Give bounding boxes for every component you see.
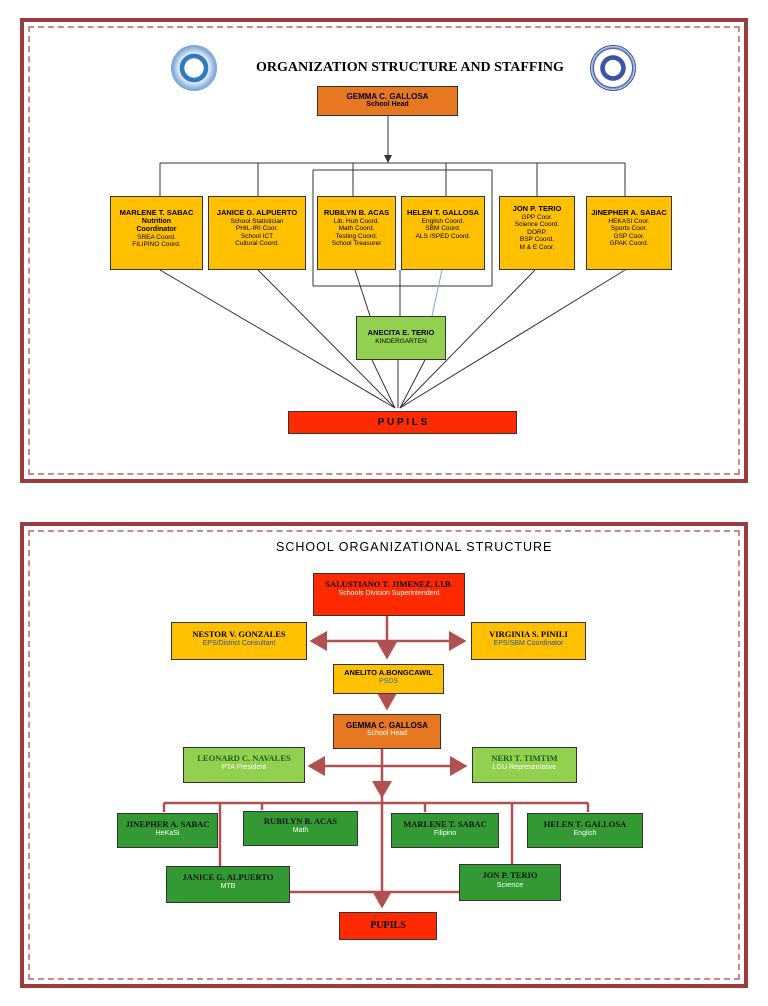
staff-role-line: SREA Coord. (137, 233, 176, 241)
decorative-border-inner (28, 26, 740, 475)
teacher-name: MARLENE T. SABAC (403, 819, 487, 829)
psds-name: ANELITO A.BONGCAWIL (344, 668, 433, 677)
staff-box-marlene: MARLENE T. SABAC Nutrition Coordinator S… (110, 196, 203, 270)
staff-role-line: BSP Coord. (519, 236, 555, 244)
staff-role-line: English Coord. (421, 217, 465, 225)
lgu-name: NERI T. TIMTIM (491, 753, 558, 763)
teacher-name: JON P. TERIO (482, 870, 538, 880)
org2-school-head-role: School Head (366, 730, 408, 738)
decorative-border (20, 18, 748, 483)
eps-sbm-box: VIRGINIA S. PINILI EPS/SBM Coordinator (471, 622, 586, 660)
staff-box-janice: JANICE G. ALPUERTO School Statistician P… (208, 196, 306, 270)
teacher-subject: Science (496, 879, 524, 889)
staff-role-line: GPAK Coord. (609, 240, 649, 248)
staff-role-line: School Statistician (230, 217, 284, 225)
pta-role: PTA President (221, 763, 267, 771)
sds-role: Schools Division Superintendent (338, 589, 440, 597)
teacher-name: RUBILYN B. ACAS (263, 816, 338, 826)
decorative-border (20, 522, 748, 988)
eps-sbm-role: EPS/SBM Coordinator (493, 639, 564, 647)
staff-box-jon: JON P. TERIO GPP Coor. Science Coord. DO… (499, 196, 575, 270)
eps-consultant-role: EPS/District Consultant (202, 639, 276, 647)
staff-role-line: Sports Coor. (610, 225, 648, 233)
teacher-name: JINEPHER A. SABAC (125, 819, 210, 829)
staff-role-line: HEKASI Coor. (608, 217, 650, 225)
org1-pupils-label: P U P I L S (377, 417, 428, 428)
org1-title: ORGANIZATION STRUCTURE AND STAFFING (256, 60, 564, 75)
teacher-box-janice: JANICE G. ALPUERTO MTB (166, 866, 290, 903)
staff-name: HELEN T. GALLOSA (406, 208, 480, 217)
staff-role-line: Coordinator (136, 225, 177, 233)
lgu-role: LGU Representative (492, 763, 557, 771)
teacher-subject: Math (292, 826, 309, 834)
staff-role-line: School Treasurer (331, 240, 382, 248)
teacher-subject: MTB (220, 882, 236, 890)
eps-consultant-box: NESTOR V. GONZALES EPS/District Consulta… (171, 622, 307, 660)
sds-name: SALUSTIANO T. JIMENEZ, Ll.B. (325, 579, 453, 589)
staff-role-line: M & E Coor. (519, 243, 555, 251)
staff-role-line: FILIPINO Coord. (132, 241, 181, 249)
staff-role-line: SBM Coord. (425, 225, 461, 233)
staff-name: JON P. TERIO (512, 204, 562, 213)
eps-consultant-name: NESTOR V. GONZALES (192, 629, 286, 639)
staff-role-line: Science Coord. (514, 221, 560, 229)
org2-pupils-label: PUPILS (370, 920, 406, 931)
staff-role-line: Math Coord. (338, 225, 375, 233)
org1-school-head-box: GEMMA C. GALLOSA School Head (317, 86, 458, 116)
staff-name: RUBILYN B. ACAS (323, 208, 390, 217)
teacher-box-jinepher: JINEPHER A. SABAC HeKaSi (117, 813, 218, 848)
teacher-subject: English (573, 829, 597, 837)
eps-sbm-name: VIRGINIA S. PINILI (489, 629, 568, 639)
kinder-role: KINDERGARTEN (375, 337, 427, 345)
staff-role-line: Cultural Coord. (235, 240, 279, 248)
psds-role: PSDS (378, 677, 399, 685)
staff-name: JINEPHER A. SABAC (591, 208, 667, 217)
staff-role-line: School ICT (240, 232, 274, 240)
org2-pupils-box: PUPILS (339, 912, 437, 940)
teacher-subject: HeKaSi (155, 829, 180, 837)
org2-school-head-box: GEMMA C. GALLOSA School Head (333, 714, 441, 749)
deped-logo-icon (171, 45, 217, 91)
kindergarten-box: ANECITA E. TERIO KINDERGARTEN (356, 316, 446, 360)
deped-seal-icon (590, 45, 636, 91)
staff-role-line: GPP Coor. (521, 213, 553, 221)
staff-role-line: GSP Coor. (613, 232, 645, 240)
staff-role-line: Nutrition (141, 217, 172, 225)
psds-box: ANELITO A.BONGCAWIL PSDS (333, 664, 444, 694)
staff-name: JANICE G. ALPUERTO (216, 208, 298, 217)
teacher-box-helen: HELEN T. GALLOSA English (527, 813, 643, 848)
org1-school-head-role: School Head (366, 101, 409, 109)
teacher-box-rubilyn: RUBILYN B. ACAS Math (243, 811, 358, 846)
teacher-subject: Filipino (433, 829, 457, 837)
staff-name: MARLENE T. SABAC (119, 208, 194, 217)
pta-name: LEONARD C. NAVALES (197, 753, 291, 763)
decorative-border-inner (28, 530, 740, 980)
sds-box: SALUSTIANO T. JIMENEZ, Ll.B. Schools Div… (313, 573, 465, 616)
teacher-name: JANICE G. ALPUERTO (182, 872, 274, 882)
staff-role-line: PHIL-IRI Coor. (235, 225, 279, 233)
pta-president-box: LEONARD C. NAVALES PTA President (183, 747, 305, 783)
org2-school-head-name: GEMMA C. GALLOSA (346, 721, 428, 730)
staff-box-jinepher: JINEPHER A. SABAC HEKASI Coor. Sports Co… (586, 196, 672, 270)
staff-role-line: Testing Coord. (335, 232, 378, 240)
org2-title: SCHOOL ORGANIZATIONAL STRUCTURE (276, 540, 553, 554)
org1-pupils-box: P U P I L S (288, 411, 517, 434)
teacher-name: HELEN T. GALLOSA (543, 819, 627, 829)
staff-role-line: DORP. (527, 228, 547, 236)
kinder-name: ANECITA E. TERIO (367, 328, 435, 337)
org1-connector-lines (159, 115, 626, 409)
teacher-box-marlene: MARLENE T. SABAC Filipino (391, 813, 499, 848)
lgu-representative-box: NERI T. TIMTIM LGU Representative (472, 747, 577, 783)
staff-role-line: Lib. Hub Coord. (333, 217, 380, 225)
teacher-box-jon: JON P. TERIO Science (459, 864, 561, 901)
staff-role-line: ALS /SPED Coord. (415, 232, 471, 240)
org1-school-head-name: GEMMA C. GALLOSA (346, 92, 429, 101)
staff-box-rubilyn: RUBILYN B. ACAS Lib. Hub Coord. Math Coo… (317, 196, 396, 270)
staff-box-helen: HELEN T. GALLOSA English Coord. SBM Coor… (401, 196, 485, 270)
